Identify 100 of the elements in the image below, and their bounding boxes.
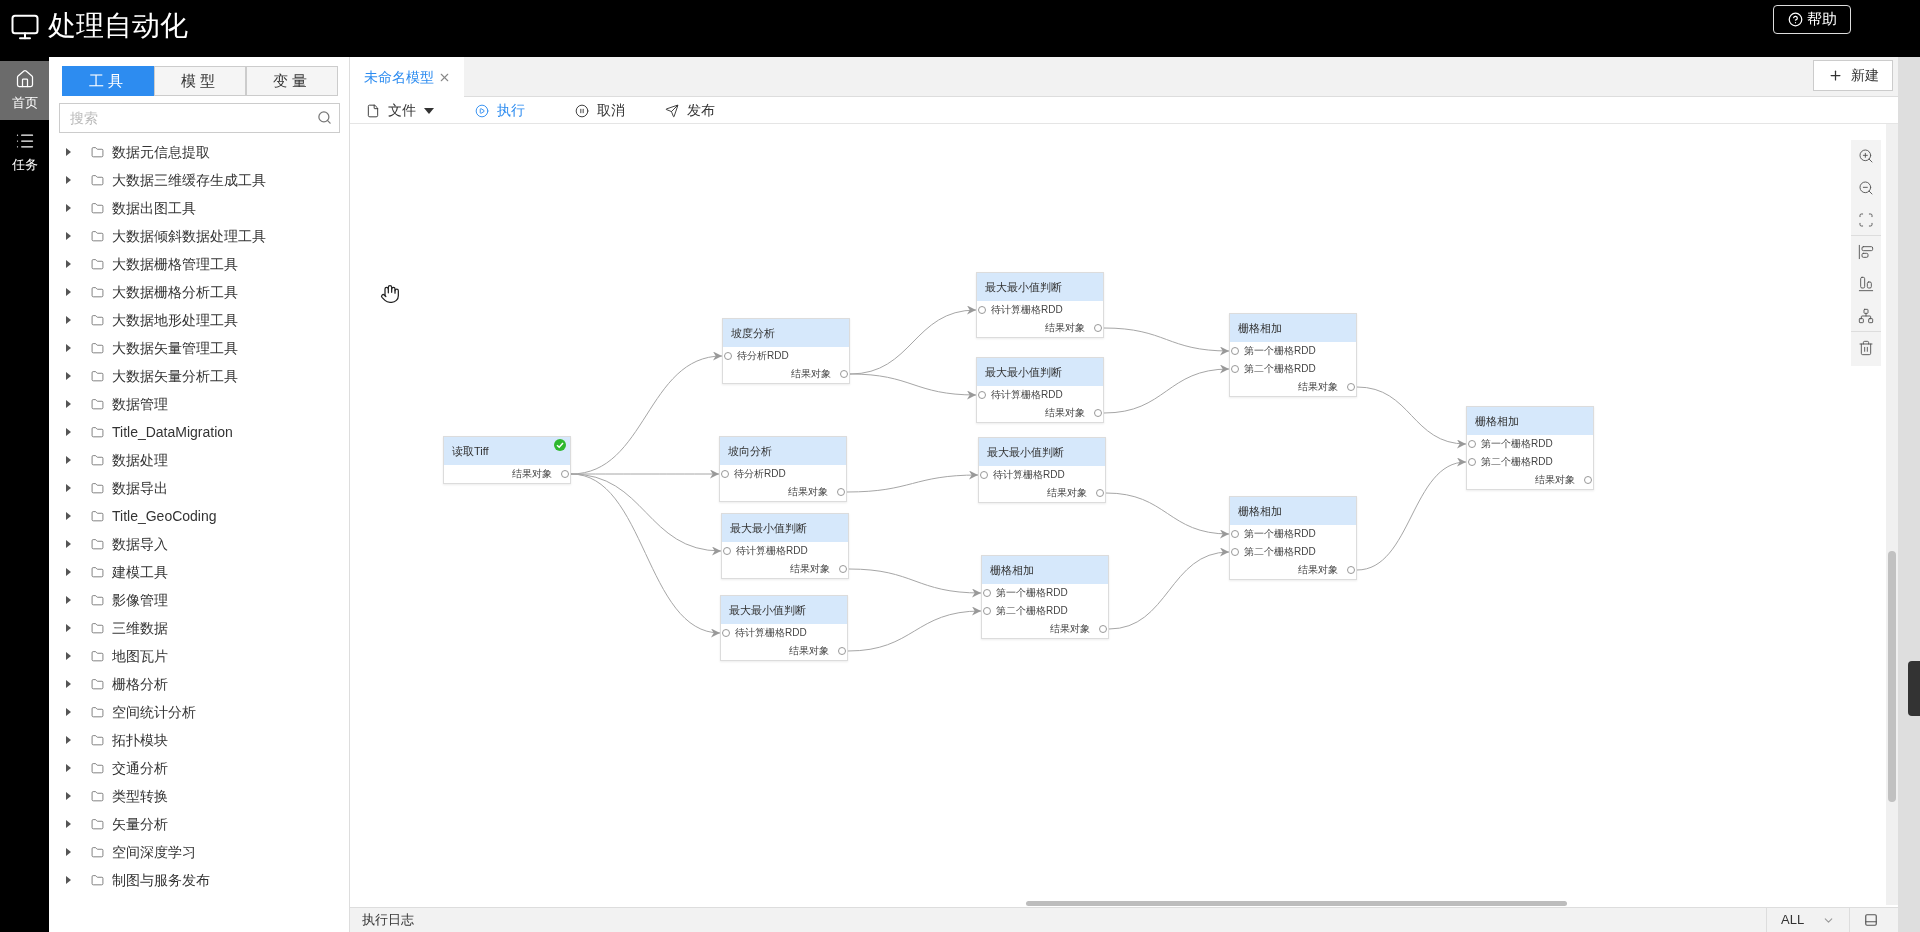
tree-item-label: 大数据地形处理工具 bbox=[112, 311, 238, 329]
app-title: 处理自动化 bbox=[48, 9, 188, 43]
model-tab: 未命名模型 bbox=[350, 57, 464, 97]
port-label: 第一个栅格RDD bbox=[1481, 438, 1553, 450]
sidebar-tab: 变量 bbox=[246, 66, 338, 96]
tree-item-label: 拓扑模块 bbox=[112, 731, 168, 749]
connector-arrow bbox=[1356, 459, 1467, 571]
tree-item-label: 制图与服务发布 bbox=[112, 871, 210, 889]
port-label: 结果对象 bbox=[1045, 322, 1085, 334]
tree-item-label: 数据管理 bbox=[112, 395, 168, 413]
connector-arrow bbox=[849, 306, 977, 375]
node-title: 最大最小值判断 bbox=[730, 521, 807, 535]
port-label: 结果对象 bbox=[1050, 623, 1090, 635]
tree-item-label: 大数据矢量管理工具 bbox=[112, 339, 238, 357]
connector-arrow bbox=[1103, 365, 1230, 414]
tree-item-label: Title_DataMigration bbox=[112, 423, 233, 441]
port-label: 结果对象 bbox=[788, 486, 828, 498]
toolbar-button: 取消 bbox=[575, 100, 625, 121]
toolbar-button: 执行 bbox=[475, 100, 525, 121]
port-label: 结果对象 bbox=[1047, 487, 1087, 499]
port-label: 待计算栅格RDD bbox=[736, 545, 808, 557]
process-node bbox=[443, 436, 571, 484]
tree-item-label: Title_GeoCoding bbox=[112, 507, 217, 525]
tree-item-label: 大数据倾斜数据处理工具 bbox=[112, 227, 266, 245]
help-button: 帮助 bbox=[1773, 5, 1851, 34]
port-label: 结果对象 bbox=[512, 468, 552, 480]
port-label: 结果对象 bbox=[1298, 381, 1338, 393]
search-field: 搜索 bbox=[59, 103, 340, 133]
process-node bbox=[978, 437, 1106, 503]
connector-arrow bbox=[847, 606, 982, 652]
port-label: 待计算栅格RDD bbox=[991, 304, 1063, 316]
tree-item-label: 矢量分析 bbox=[112, 815, 168, 833]
node-title: 最大最小值判断 bbox=[987, 445, 1064, 459]
sidebar-tab: 模型 bbox=[154, 66, 246, 96]
connector-arrow bbox=[848, 568, 982, 598]
connector-arrow bbox=[570, 473, 721, 636]
new-button: 新建 bbox=[1813, 60, 1893, 91]
tree-item-label: 大数据矢量分析工具 bbox=[112, 367, 238, 385]
port-label: 第二个栅格RDD bbox=[996, 605, 1068, 617]
node-title: 坡向分析 bbox=[728, 444, 772, 458]
toolbar-button: 发布 bbox=[665, 100, 715, 121]
node-title: 最大最小值判断 bbox=[985, 365, 1062, 379]
connector-arrow bbox=[570, 352, 723, 475]
tree-item-label: 建模工具 bbox=[112, 563, 168, 581]
tree-item-label: 栅格分析 bbox=[112, 675, 168, 693]
port-label: 第二个栅格RDD bbox=[1244, 363, 1316, 375]
tree-item-label: 数据处理 bbox=[112, 451, 168, 469]
process-node bbox=[719, 436, 847, 502]
tree-item-label: 数据导入 bbox=[112, 535, 168, 553]
process-node bbox=[722, 318, 850, 384]
node-title: 栅格相加 bbox=[1238, 504, 1282, 518]
tree-item-label: 影像管理 bbox=[112, 591, 168, 609]
port-label: 待计算栅格RDD bbox=[735, 627, 807, 639]
node-title: 读取Tiff bbox=[452, 444, 489, 458]
tree-item-label: 三维数据 bbox=[112, 619, 168, 637]
process-node bbox=[1229, 313, 1357, 397]
tree-item-label: 地图瓦片 bbox=[112, 647, 168, 665]
connector-arrow bbox=[1108, 548, 1230, 630]
port-label: 结果对象 bbox=[790, 563, 830, 575]
port-label: 结果对象 bbox=[1298, 564, 1338, 576]
port-label: 结果对象 bbox=[789, 645, 829, 657]
node-title: 坡度分析 bbox=[731, 326, 775, 340]
port-label: 结果对象 bbox=[1045, 407, 1085, 419]
tree-item-label: 大数据栅格管理工具 bbox=[112, 255, 238, 273]
port-label: 待计算栅格RDD bbox=[993, 469, 1065, 481]
port-label: 结果对象 bbox=[1535, 474, 1575, 486]
connector-arrow bbox=[849, 373, 977, 400]
tree-item-label: 空间深度学习 bbox=[112, 843, 196, 861]
port-label: 第一个栅格RDD bbox=[1244, 528, 1316, 540]
task-nav-button: 任务 bbox=[0, 125, 49, 181]
process-node bbox=[976, 272, 1104, 338]
node-title: 最大最小值判断 bbox=[985, 280, 1062, 294]
port-label: 第一个栅格RDD bbox=[1244, 345, 1316, 357]
tree-item-label: 大数据栅格分析工具 bbox=[112, 283, 238, 301]
sidebar-tab: 工具 bbox=[62, 66, 154, 96]
toolbar-button: 文件 bbox=[366, 100, 434, 121]
port-label: 待分析RDD bbox=[734, 468, 786, 480]
node-title: 栅格相加 bbox=[1238, 321, 1282, 335]
connector-arrow bbox=[846, 470, 979, 493]
connector-arrow bbox=[1356, 386, 1467, 448]
tree-item-label: 空间统计分析 bbox=[112, 703, 196, 721]
node-title: 栅格相加 bbox=[1475, 414, 1519, 428]
tree-item-label: 大数据三维缓存生成工具 bbox=[112, 171, 266, 189]
tree-item-label: 数据出图工具 bbox=[112, 199, 196, 217]
port-label: 第二个栅格RDD bbox=[1481, 456, 1553, 468]
tree-item-label: 交通分析 bbox=[112, 759, 168, 777]
node-title: 栅格相加 bbox=[990, 563, 1034, 577]
process-node bbox=[720, 595, 848, 661]
port-label: 第二个栅格RDD bbox=[1244, 546, 1316, 558]
process-node bbox=[981, 555, 1109, 639]
port-label: 第一个栅格RDD bbox=[996, 587, 1068, 599]
tree-item-label: 数据导出 bbox=[112, 479, 168, 497]
port-label: 待分析RDD bbox=[737, 350, 789, 362]
log-title: 执行日志 bbox=[362, 912, 414, 928]
connector-arrow bbox=[1105, 492, 1230, 538]
tree-item-label: 数据元信息提取 bbox=[112, 143, 210, 161]
home-nav-button: 首页 bbox=[0, 61, 49, 120]
level-dropdown: ALL bbox=[1766, 908, 1850, 932]
port-label: 待计算栅格RDD bbox=[991, 389, 1063, 401]
process-node bbox=[1229, 496, 1357, 580]
